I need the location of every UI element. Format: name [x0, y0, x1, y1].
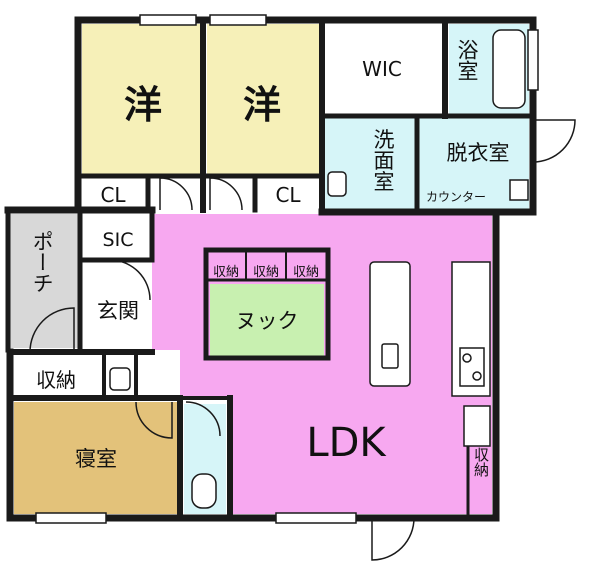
bathtub-icon [492, 29, 526, 109]
bath-label: 浴室 [455, 39, 479, 81]
fixtures [109, 29, 529, 509]
nook-label: ヌック [236, 309, 299, 333]
hand-sink-icon [109, 367, 131, 391]
toilet-icon [191, 473, 217, 509]
storage-4-label: 収納 [293, 265, 319, 280]
closet-1-label: CL [100, 183, 126, 207]
bedroom-label: 寝室 [75, 447, 117, 471]
porch-label: ポーチ [30, 231, 54, 294]
dressing-label: 脱衣室 [447, 141, 510, 165]
sic-label: SIC [103, 229, 134, 251]
closet-2-label: CL [275, 183, 301, 207]
kitchen-island-icon [369, 261, 411, 387]
washer-icon [509, 179, 529, 201]
ldk-label: LDK [306, 420, 387, 466]
storage-1-label: 収納 [36, 368, 76, 392]
storage-5-label: 収納 [472, 447, 490, 478]
wic-label: WIC [362, 57, 402, 81]
porch-fill [8, 214, 80, 348]
sink-icon [327, 171, 347, 197]
storage-2-label: 収納 [213, 265, 239, 280]
fridge-icon [463, 405, 491, 447]
western-room-1-fill [82, 24, 200, 174]
counter-label: カウンター [426, 190, 486, 204]
bedroom-fill [14, 402, 178, 514]
doors [29, 119, 576, 561]
washroom-label: 洗面室 [371, 129, 395, 192]
entrance-label: 玄関 [97, 299, 139, 323]
nook-fill [210, 284, 324, 356]
western-room-1-label: 洋 [124, 83, 162, 127]
western-room-2-label: 洋 [243, 83, 281, 127]
windows [35, 14, 539, 524]
storage-3-label: 収納 [253, 265, 279, 280]
stove-icon [459, 347, 485, 387]
western-room-2-fill [207, 24, 319, 174]
